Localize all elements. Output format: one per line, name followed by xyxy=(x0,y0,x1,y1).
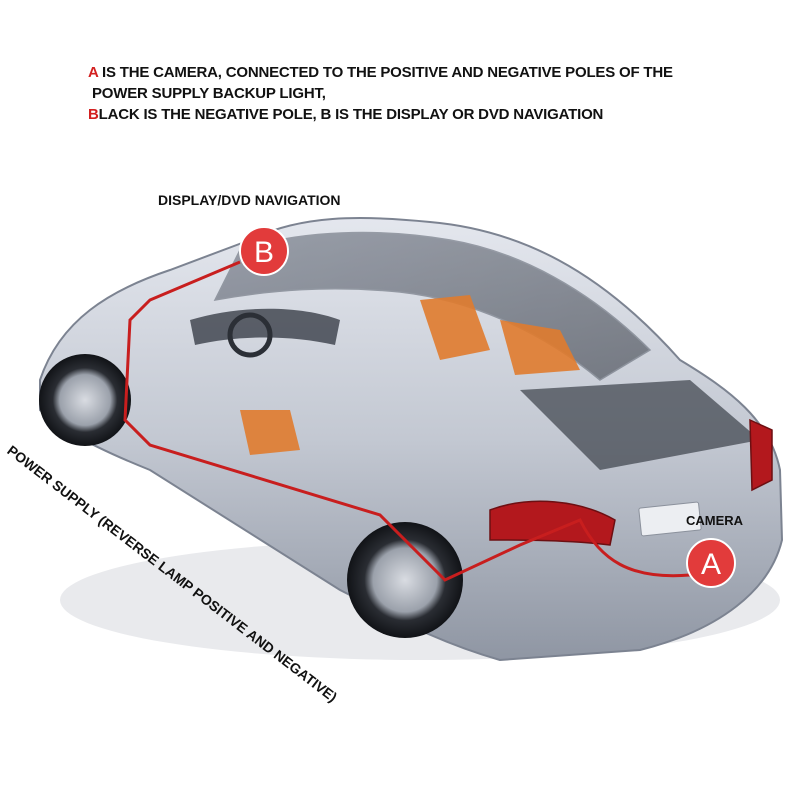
driver-seat xyxy=(240,410,300,455)
taillight-right xyxy=(749,418,773,492)
taillight xyxy=(489,500,616,546)
marker-a: A xyxy=(686,538,736,588)
dashboard xyxy=(190,308,340,345)
front-seat xyxy=(420,295,490,360)
trunk xyxy=(520,380,760,470)
headline-line-2: POWER SUPPLY BACKUP LIGHT, xyxy=(92,85,326,102)
power-wire xyxy=(123,260,691,582)
headline-line-1: A IS THE CAMERA, CONNECTED TO THE POSITI… xyxy=(88,62,768,83)
headline-text-1: IS THE CAMERA, CONNECTED TO THE POSITIVE… xyxy=(98,64,673,81)
headline-line-3: BLACK IS THE NEGATIVE POLE, B IS THE DIS… xyxy=(88,104,768,125)
camera-label: CAMERA xyxy=(686,513,744,528)
cabin-glass xyxy=(213,231,652,381)
marker-a-label: A xyxy=(701,548,721,581)
headline-letter-a: A xyxy=(88,64,99,81)
rear-seat xyxy=(500,320,580,375)
headline: A IS THE CAMERA, CONNECTED TO THE POSITI… xyxy=(88,62,768,125)
rear-wheel xyxy=(347,522,463,638)
front-wheel xyxy=(39,354,131,446)
headline-text-3: LACK IS THE NEGATIVE POLE, B IS THE DISP… xyxy=(98,106,604,123)
steering-wheel xyxy=(227,312,273,358)
headline-letter-b: B xyxy=(88,106,99,123)
display-label: DISPLAY/DVD NAVIGATION xyxy=(158,192,341,208)
license-plate xyxy=(638,501,702,537)
marker-b-label: B xyxy=(254,236,274,269)
marker-b: B xyxy=(239,226,289,276)
